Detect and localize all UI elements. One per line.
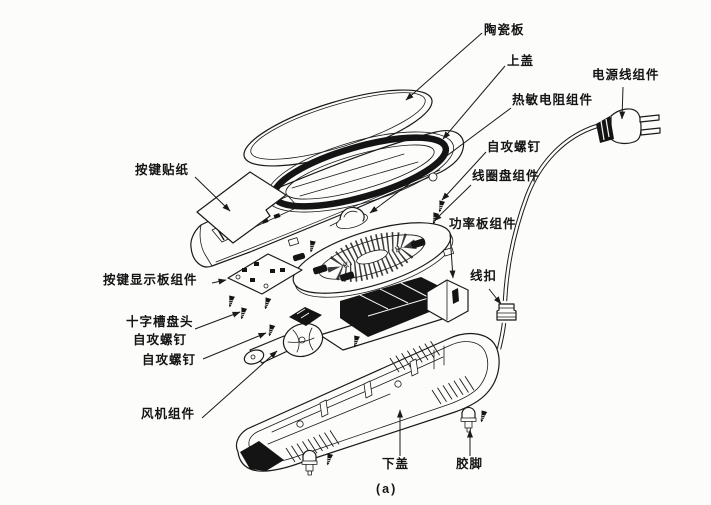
label-key-display-board: 按键显示板组件 [103, 273, 198, 287]
label-pan-head-line1: 十字槽盘头 [126, 315, 194, 329]
label-power-board: 功率板组件 [449, 217, 517, 231]
label-wire-clip: 线扣 [470, 269, 498, 283]
label-tapping-screw-upper: 自攻螺钉 [487, 140, 542, 154]
plug-part [596, 108, 661, 145]
label-fan-assembly: 风机组件 [141, 407, 196, 421]
rubber-foot-right [460, 406, 477, 433]
label-power-cord: 电源线组件 [592, 68, 660, 82]
label-key-sticker: 按键贴纸 [135, 163, 190, 177]
label-pan-head-line2: 自攻螺钉 [133, 333, 188, 347]
figure-caption: (a) [376, 482, 398, 496]
bottom-cover-part [235, 332, 500, 472]
label-tapping-screw-lower: 自攻螺钉 [142, 353, 197, 367]
label-coil-disc: 线圈盘组件 [472, 169, 540, 183]
label-thermistor: 热敏电阻组件 [512, 93, 594, 107]
label-bottom-cover: 下盖 [382, 457, 410, 471]
leader-lines [194, 32, 626, 456]
thermistor-part [329, 206, 368, 230]
label-top-cover: 上盖 [507, 54, 535, 68]
label-rubber-foot: 胶脚 [456, 457, 484, 471]
rubber-foot-left [301, 449, 318, 476]
power-cord-part [496, 108, 661, 350]
key-sticker-part [196, 171, 287, 244]
key-display-board-part [227, 253, 303, 295]
fan-assembly-part [243, 307, 324, 365]
label-ceramic-plate: 陶瓷板 [484, 23, 525, 37]
wire-clip-part [496, 303, 517, 321]
vent-grilles [285, 340, 475, 463]
